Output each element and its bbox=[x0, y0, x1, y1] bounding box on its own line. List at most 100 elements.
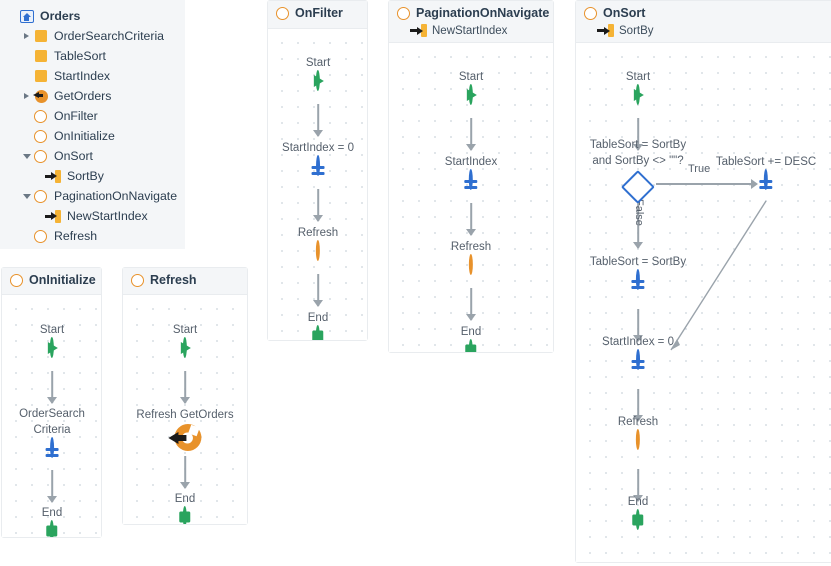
tree-item-label: OnSort bbox=[54, 148, 93, 163]
flow-node-end[interactable]: End bbox=[461, 325, 481, 352]
aggregate-icon bbox=[33, 89, 48, 104]
connector bbox=[51, 371, 53, 403]
flow-node-refresh-getorders[interactable]: Refresh GetOrders bbox=[136, 408, 234, 457]
panel-title: PaginationOnNavigate bbox=[397, 6, 549, 21]
tree-item-oninitialize[interactable]: OnInitialize bbox=[0, 126, 185, 146]
assign-icon bbox=[45, 437, 59, 458]
panel-header: Refresh bbox=[123, 268, 247, 295]
flow-panel-onsort[interactable]: OnSort SortBy True False bbox=[575, 0, 831, 563]
tree-expander-orders[interactable] bbox=[6, 14, 19, 19]
connector-arrow-icon bbox=[47, 397, 57, 404]
chevron-down-icon bbox=[22, 153, 31, 159]
flow-node-assign-startindex[interactable]: StartIndex bbox=[445, 155, 497, 190]
connector-arrow-icon bbox=[180, 397, 190, 404]
tree-item-onsort[interactable]: OnSort bbox=[0, 146, 185, 166]
tree-expander[interactable] bbox=[20, 93, 33, 99]
tree-item-startindex[interactable]: StartIndex bbox=[0, 66, 185, 86]
panel-parameter[interactable]: NewStartIndex bbox=[397, 24, 545, 37]
node-label: Start bbox=[39, 324, 65, 336]
node-label: Refresh bbox=[297, 227, 339, 239]
connector bbox=[470, 288, 472, 320]
panel-parameter[interactable]: SortBy bbox=[584, 24, 831, 37]
action-circle-icon bbox=[33, 149, 48, 164]
connector-arrow-icon bbox=[47, 496, 57, 503]
connector-arrow-icon bbox=[313, 215, 323, 222]
flow-panel-oninitialize[interactable]: OnInitialize Start OrderSearch Criteria … bbox=[1, 267, 102, 538]
panel-parameter-label: SortBy bbox=[619, 24, 654, 37]
tree-item-ordersearchcriteria[interactable]: OrderSearchCriteria bbox=[0, 26, 185, 46]
connector-arrow-icon bbox=[633, 242, 643, 249]
action-circle-icon bbox=[276, 7, 289, 20]
tree-item-onfilter[interactable]: OnFilter bbox=[0, 106, 185, 126]
flow-node-start[interactable]: Start bbox=[306, 56, 330, 91]
flow-node-end[interactable]: End bbox=[308, 311, 328, 340]
tree-item-sortby[interactable]: SortBy bbox=[0, 166, 185, 186]
connector bbox=[637, 309, 639, 341]
panel-title-text: Refresh bbox=[150, 273, 197, 287]
flow-node-action-refresh[interactable]: Refresh bbox=[451, 240, 491, 275]
action-circle-icon bbox=[584, 7, 597, 20]
tree-item-tablesort[interactable]: TableSort bbox=[0, 46, 185, 66]
edge-label-true: True bbox=[688, 163, 711, 175]
flow-node-start[interactable]: Start bbox=[459, 70, 483, 105]
panel-header: OnFilter bbox=[268, 1, 367, 29]
flow-panel-onfilter[interactable]: OnFilter Start StartIndex = 0 Refresh bbox=[267, 0, 368, 341]
flow-node-assign-startindex[interactable]: StartIndex = 0 bbox=[282, 141, 354, 176]
node-label-line1: OrderSearch bbox=[19, 408, 85, 420]
action-circle-icon bbox=[316, 240, 320, 261]
flow-node-start[interactable]: Start bbox=[626, 70, 650, 105]
connector bbox=[470, 203, 472, 235]
panel-header: PaginationOnNavigate NewStartIndex bbox=[389, 1, 553, 43]
start-icon bbox=[47, 337, 58, 358]
panel-title-text: PaginationOnNavigate bbox=[416, 6, 550, 20]
panel-title: OnInitialize bbox=[10, 273, 96, 288]
node-label: Refresh bbox=[617, 416, 659, 428]
flow-node-decision[interactable]: TableSort = SortBy and SortBy <> ""? bbox=[590, 138, 686, 209]
panel-header: OnInitialize bbox=[2, 268, 101, 295]
end-icon bbox=[179, 506, 191, 524]
flow-node-assign-ordersearchcriteria[interactable]: OrderSearch Criteria bbox=[19, 407, 85, 458]
tree-expander[interactable] bbox=[20, 193, 33, 199]
connector-arrow-icon bbox=[180, 482, 190, 489]
tree-item-paginationonnavigate[interactable]: PaginationOnNavigate bbox=[0, 186, 185, 206]
flow-panel-paginationonnavigate[interactable]: PaginationOnNavigate NewStartIndex Start… bbox=[388, 0, 554, 353]
flow-node-assign-startindex[interactable]: StartIndex = 0 bbox=[602, 335, 674, 370]
flow-node-end[interactable]: End bbox=[175, 492, 195, 524]
flow-canvas[interactable]: Start Refresh GetOrders End bbox=[123, 295, 247, 524]
action-circle-icon bbox=[636, 429, 640, 450]
panel-title-text: OnInitialize bbox=[29, 273, 96, 287]
panel-title-text: OnSort bbox=[603, 6, 646, 20]
node-label: End bbox=[41, 507, 63, 519]
element-tree-panel[interactable]: Orders OrderSearchCriteria TableSort Sta… bbox=[0, 0, 185, 249]
flow-canvas[interactable]: True False Start bbox=[576, 43, 831, 562]
tree-expander[interactable] bbox=[20, 33, 33, 39]
flow-node-start[interactable]: Start bbox=[39, 323, 65, 358]
chevron-right-icon bbox=[24, 93, 29, 99]
flow-panel-refresh[interactable]: Refresh Start Refresh GetOrders bbox=[122, 267, 248, 525]
tree-item-getorders[interactable]: GetOrders bbox=[0, 86, 185, 106]
tree-item-label: OrderSearchCriteria bbox=[54, 28, 165, 43]
tree-item-newstartindex[interactable]: NewStartIndex bbox=[0, 206, 185, 226]
tree-item-orders[interactable]: Orders bbox=[0, 6, 185, 26]
end-icon bbox=[312, 325, 324, 340]
flow-node-end[interactable]: End bbox=[42, 506, 62, 537]
connector bbox=[637, 198, 639, 248]
flow-node-end[interactable]: End bbox=[628, 495, 648, 530]
tree-item-label: StartIndex bbox=[54, 68, 111, 83]
end-icon bbox=[465, 339, 477, 352]
action-circle-icon bbox=[33, 129, 48, 144]
flow-node-action-refresh[interactable]: Refresh bbox=[297, 226, 339, 261]
node-label: End bbox=[460, 326, 482, 338]
flow-canvas[interactable]: Start OrderSearch Criteria End bbox=[2, 295, 101, 537]
flow-node-assign-tablesort[interactable]: TableSort = SortBy bbox=[590, 255, 686, 290]
tree-expander[interactable] bbox=[20, 153, 33, 159]
flow-node-action-refresh[interactable]: Refresh bbox=[617, 415, 659, 450]
flow-canvas[interactable]: Start StartIndex Refresh End bbox=[389, 43, 553, 352]
flow-canvas[interactable]: Start StartIndex = 0 Refresh End bbox=[268, 29, 367, 340]
flow-node-start[interactable]: Start bbox=[173, 323, 197, 358]
panel-title-text: OnFilter bbox=[295, 6, 343, 20]
flow-node-assign-tablesort-desc[interactable]: TableSort += DESC bbox=[716, 155, 816, 190]
start-icon bbox=[633, 84, 644, 105]
end-icon bbox=[632, 509, 644, 530]
tree-item-refresh[interactable]: Refresh bbox=[0, 226, 185, 246]
